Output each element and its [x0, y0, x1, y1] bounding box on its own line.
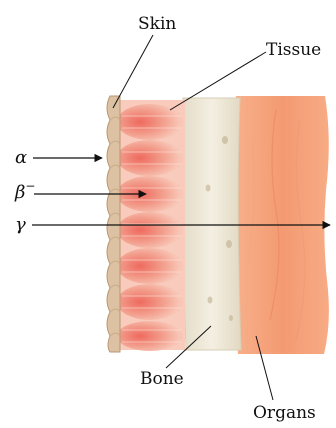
- alpha-ray: α: [15, 147, 102, 168]
- skin-label: Skin: [138, 14, 176, 34]
- skin-layer: [107, 96, 120, 352]
- bone-layer: [182, 98, 241, 350]
- tissue-label: Tissue: [266, 40, 321, 60]
- alpha-label: α: [15, 147, 27, 168]
- bone-label: Bone: [140, 369, 184, 389]
- skin-leader-line: [113, 35, 153, 108]
- beta-label: β−: [14, 179, 35, 203]
- gamma-label: γ: [15, 214, 26, 235]
- organs-label: Organs: [253, 403, 316, 423]
